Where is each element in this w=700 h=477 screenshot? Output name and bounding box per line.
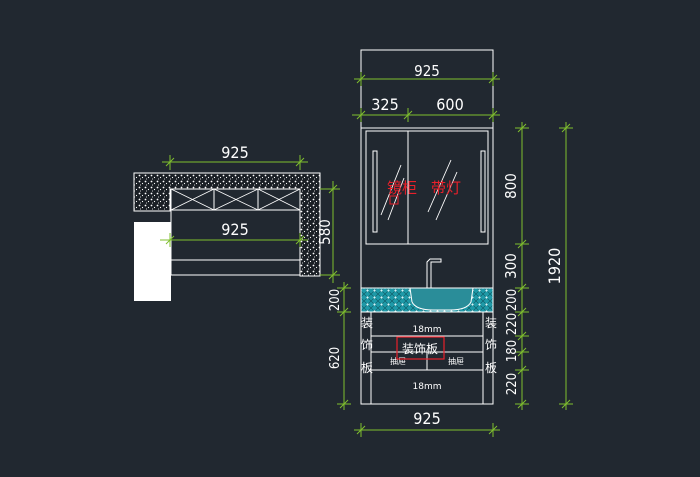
plan-view: 925 925 580 bbox=[133, 143, 340, 301]
elevation-outline bbox=[360, 49, 494, 405]
light-label: 带灯 bbox=[431, 179, 461, 197]
elev-total-height-label: 1920 bbox=[545, 248, 564, 285]
svg-text:饰: 饰 bbox=[361, 338, 373, 352]
elevation-view: 镜柜 带灯 装 饰 板 装 饰 板 18mm 18mm 抽屉 抽屉 bbox=[328, 49, 573, 437]
plan-wall bbox=[134, 222, 171, 301]
elev-stack-height-3: 180 bbox=[505, 340, 520, 362]
elev-right-width-label: 600 bbox=[436, 95, 463, 114]
elev-left-height-620: 620 bbox=[328, 347, 343, 369]
mirror-cabinet-label: 镜柜 bbox=[387, 179, 417, 197]
light-strip-left bbox=[372, 150, 378, 233]
side-board-right: 装 饰 板 bbox=[485, 316, 497, 375]
svg-text:装: 装 bbox=[485, 316, 497, 330]
elev-gap-height-label: 300 bbox=[502, 253, 520, 279]
elev-left-height-200: 200 bbox=[328, 289, 343, 311]
plan-depth-dim-label: 580 bbox=[316, 219, 334, 245]
side-board-left: 装 饰 板 bbox=[361, 316, 373, 375]
elev-bottom-dimension bbox=[354, 423, 500, 437]
elev-total-height-dimension bbox=[559, 122, 573, 410]
elev-cabinet-height-label: 800 bbox=[502, 173, 520, 199]
panel-thickness-top: 18mm bbox=[413, 325, 442, 335]
plan-depth-dimension bbox=[320, 181, 340, 283]
elev-stack-height-1: 200 bbox=[505, 289, 520, 311]
plan-inner-dimension bbox=[160, 233, 308, 247]
svg-text:饰: 饰 bbox=[485, 338, 497, 352]
basin bbox=[409, 287, 474, 311]
elev-stack-height-4: 220 bbox=[505, 373, 520, 395]
elev-top-dimension bbox=[354, 72, 500, 86]
decor-board-box bbox=[396, 336, 445, 360]
elev-right-stack-dimension bbox=[515, 122, 529, 410]
plan-top-dim-label: 925 bbox=[221, 143, 248, 162]
elev-split-dimension bbox=[352, 108, 500, 122]
elev-left-width-label: 325 bbox=[371, 95, 398, 114]
light-strip-right bbox=[480, 150, 486, 233]
drawer-label-left: 抽屉 bbox=[390, 356, 406, 366]
elev-top-dim-label: 925 bbox=[414, 62, 440, 80]
elev-left-height-dimension bbox=[337, 282, 351, 410]
svg-text:板: 板 bbox=[361, 361, 373, 375]
panel-thickness-bottom: 18mm bbox=[413, 382, 442, 392]
elev-bottom-dim-label: 925 bbox=[413, 409, 440, 428]
svg-text:板: 板 bbox=[485, 361, 497, 375]
mirror-label-marker bbox=[389, 195, 399, 205]
plan-inner-dim-label: 925 bbox=[221, 220, 248, 239]
plan-top-dimension bbox=[162, 155, 308, 170]
mirror-cabinet bbox=[365, 130, 489, 245]
svg-text:装: 装 bbox=[361, 316, 373, 330]
faucet-icon bbox=[426, 258, 442, 289]
decor-board-label: 装饰板 bbox=[402, 342, 438, 356]
elev-stack-height-2: 220 bbox=[505, 313, 520, 335]
drawer-label-right: 抽屉 bbox=[448, 356, 464, 366]
